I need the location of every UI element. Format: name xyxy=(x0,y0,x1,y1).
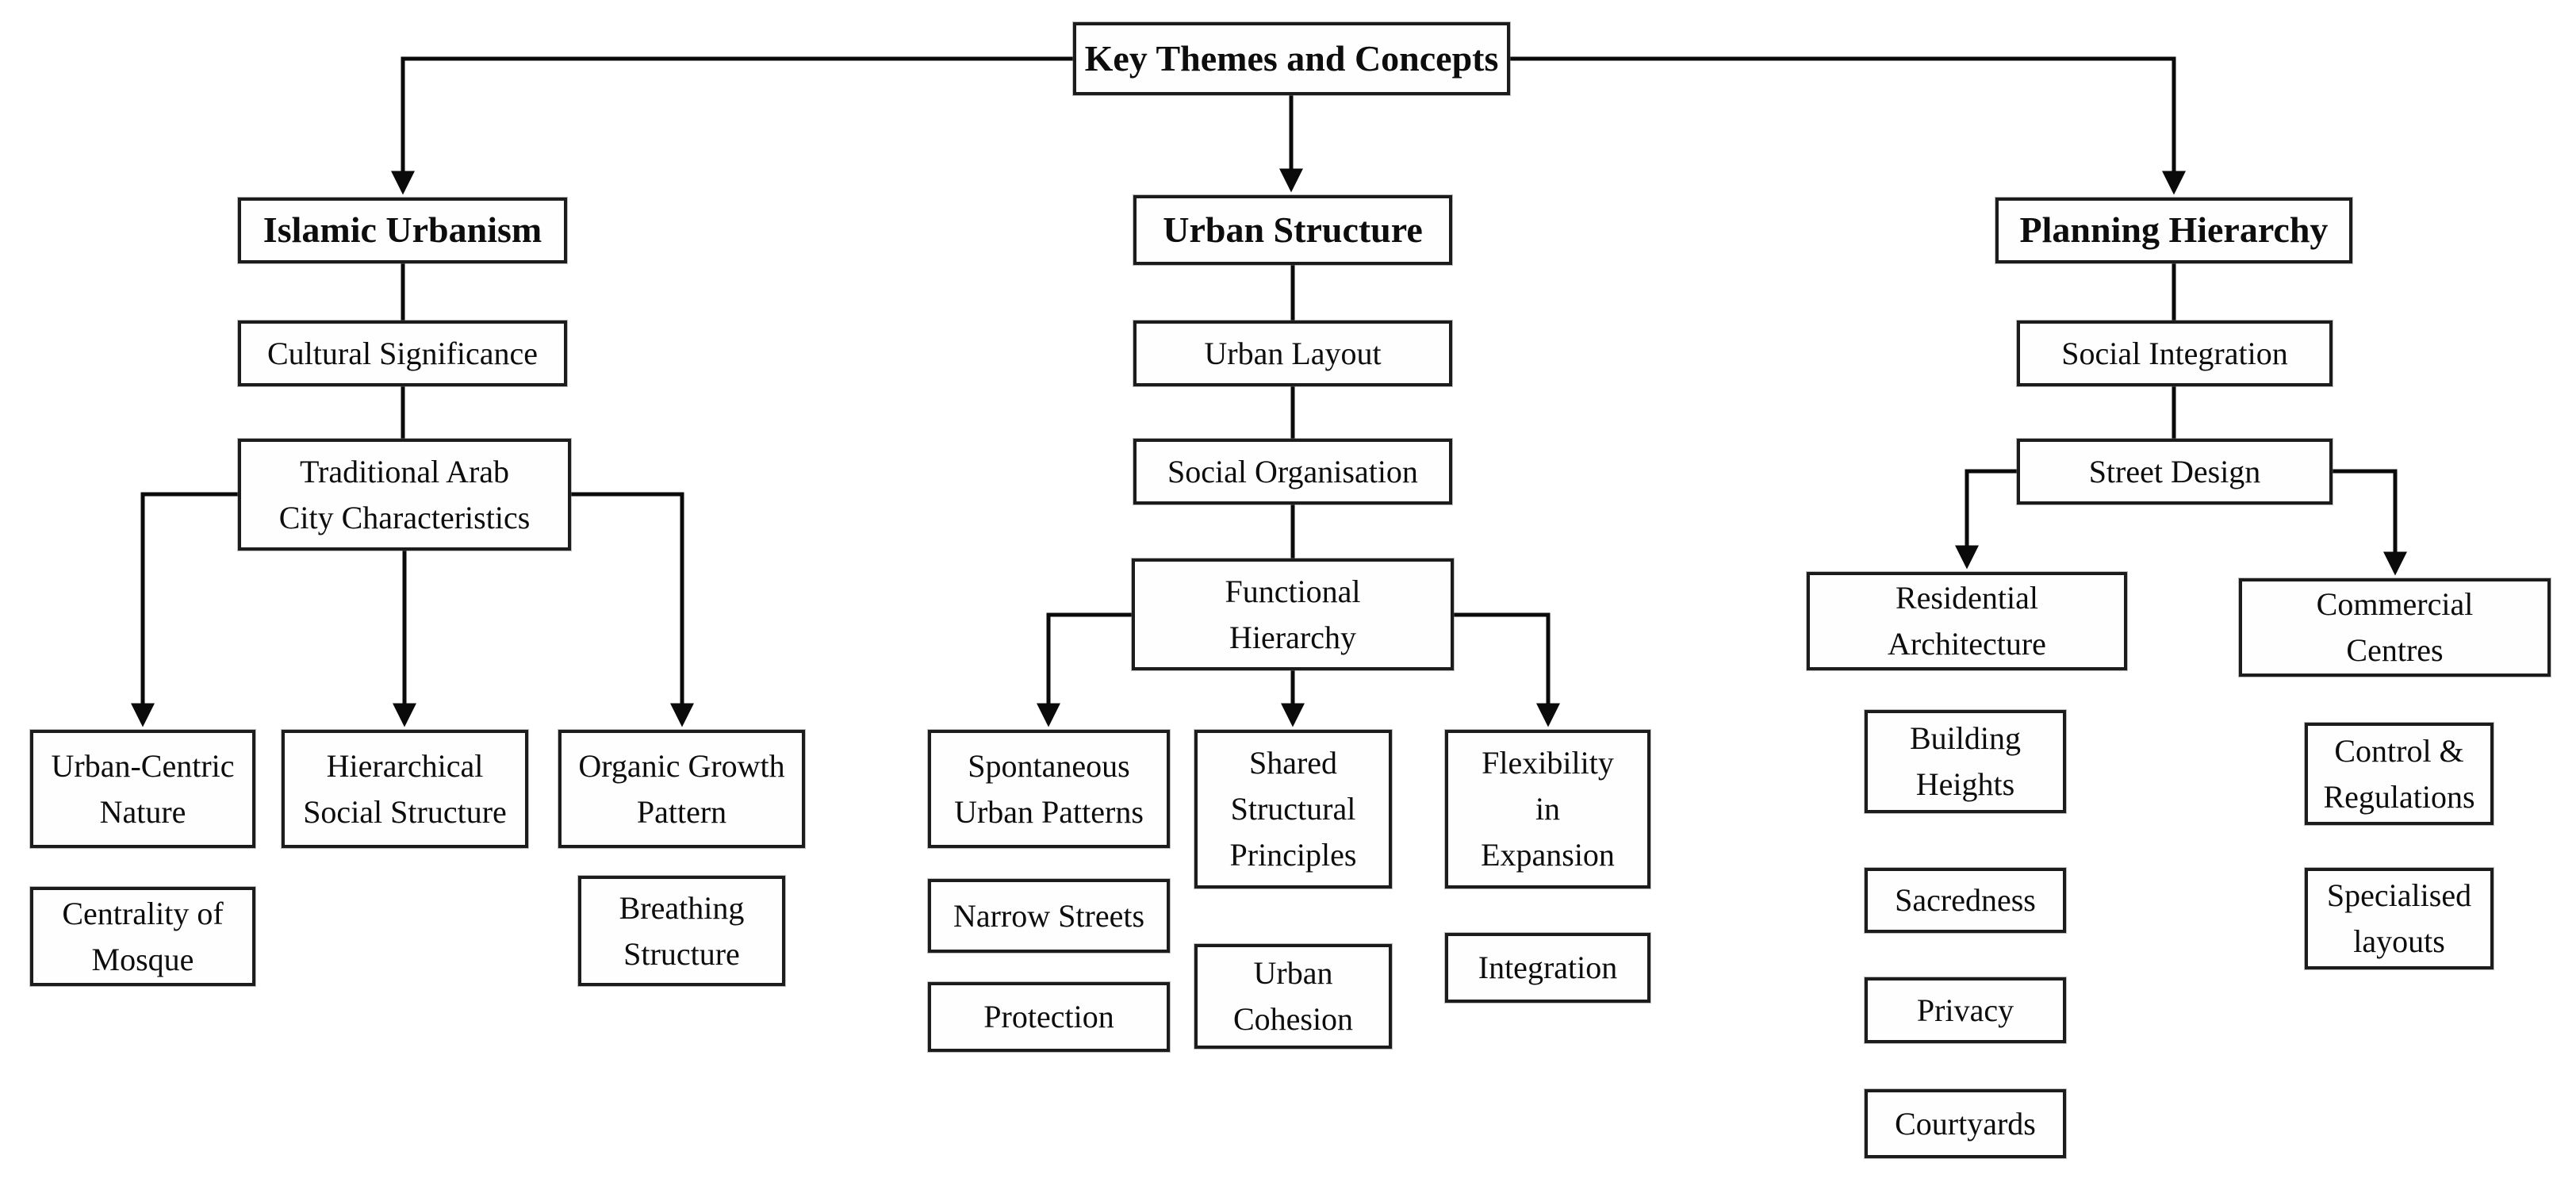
node-label: Islamic Urbanism xyxy=(263,209,542,251)
node-functional-hierarchy: Functional Hierarchy xyxy=(1132,558,1454,670)
node-urban-centric-nature: Urban-Centric Nature xyxy=(30,730,255,848)
node-social-integration: Social Integration xyxy=(2017,320,2333,386)
node-label: Commercial Centres xyxy=(2316,586,2474,668)
node-label: Sacredness xyxy=(1895,882,2036,918)
edge-title-islamic-urbanism xyxy=(391,56,1073,195)
node-street-design: Street Design xyxy=(2017,439,2333,505)
node-label: Integration xyxy=(1478,950,1618,985)
node-label: Social Organisation xyxy=(1167,453,1418,489)
node-label: Narrow Streets xyxy=(953,897,1145,934)
node-traditional-arab-city-characteristics: Traditional Arab City Characteristics xyxy=(238,439,571,551)
node-building-heights: Building Heights xyxy=(1865,710,2066,813)
node-breathing-structure: Breathing Structure xyxy=(578,876,785,986)
node-label: Urban Cohesion xyxy=(1232,955,1354,1037)
node-organic-growth-pattern: Organic Growth Pattern xyxy=(558,730,805,848)
node-label: Urban-Centric Nature xyxy=(51,747,235,830)
node-label: Urban Structure xyxy=(1163,209,1423,250)
node-label: Specialised layouts xyxy=(2326,877,2472,959)
node-label: Hierarchical Social Structure xyxy=(303,747,507,830)
node-label: Social Integration xyxy=(2061,335,2288,371)
edge-title-planning-hierarchy xyxy=(1510,56,2186,195)
node-planning-hierarchy: Planning Hierarchy xyxy=(1995,198,2352,263)
node-residential-architecture: Residential Architecture xyxy=(1807,572,2127,670)
edge-traditional-urban-centric xyxy=(131,492,238,727)
node-specialised-layouts: Specialised layouts xyxy=(2305,868,2494,969)
node-protection: Protection xyxy=(928,982,1170,1052)
node-label: Urban Layout xyxy=(1204,335,1382,371)
node-label: Traditional Arab City Characteristics xyxy=(278,453,531,535)
node-urban-layout: Urban Layout xyxy=(1133,320,1452,386)
node-narrow-streets: Narrow Streets xyxy=(928,879,1170,953)
node-commercial-centres: Commercial Centres xyxy=(2239,578,2551,677)
node-label: Breathing Structure xyxy=(619,889,745,972)
node-label: Residential Architecture xyxy=(1888,580,2046,662)
node-label: Privacy xyxy=(1916,992,2014,1028)
node-centrality-of-mosque: Centrality of Mosque xyxy=(30,887,255,986)
edge-functional-spontaneous xyxy=(1037,612,1132,727)
node-label: Flexibility in Expansion xyxy=(1481,745,1615,873)
node-label: Organic Growth Pattern xyxy=(578,747,785,830)
edge-traditional-organic xyxy=(571,492,694,727)
node-label: Shared Structural Principles xyxy=(1229,745,1357,873)
node-label: Control & Regulations xyxy=(2323,732,2475,815)
node-label: Cultural Significance xyxy=(266,335,538,371)
node-cultural-significance: Cultural Significance xyxy=(238,320,567,386)
node-urban-cohesion: Urban Cohesion xyxy=(1194,944,1392,1049)
node-hierarchical-social-structure: Hierarchical Social Structure xyxy=(282,730,528,848)
node-privacy: Privacy xyxy=(1865,977,2066,1043)
node-label: Centrality of Mosque xyxy=(62,895,224,977)
node-courtyards: Courtyards xyxy=(1865,1089,2066,1158)
edge-functional-flexibility xyxy=(1454,612,1560,727)
node-integration: Integration xyxy=(1445,933,1650,1003)
node-urban-structure: Urban Structure xyxy=(1133,195,1452,265)
node-sacredness: Sacredness xyxy=(1865,868,2066,933)
node-flexibility-in-expansion: Flexibility in Expansion xyxy=(1445,730,1650,888)
node-label: Planning Hierarchy xyxy=(2019,209,2329,251)
node-label: Protection xyxy=(983,999,1114,1034)
node-islamic-urbanism: Islamic Urbanism xyxy=(238,198,567,263)
node-label: Key Themes and Concepts xyxy=(1084,37,1499,79)
node-social-organisation: Social Organisation xyxy=(1133,439,1452,505)
node-control-regulations: Control & Regulations xyxy=(2305,723,2494,825)
edge-streetdesign-residential xyxy=(1955,469,2017,570)
node-shared-structural-principles: Shared Structural Principles xyxy=(1194,730,1392,888)
node-label: Spontaneous Urban Patterns xyxy=(954,747,1144,830)
node-key-themes-and-concepts: Key Themes and Concepts xyxy=(1073,22,1510,95)
node-label: Building Heights xyxy=(1909,720,2022,802)
node-label: Functional Hierarchy xyxy=(1225,573,1361,655)
node-label: Courtyards xyxy=(1895,1105,2036,1142)
node-label: Street Design xyxy=(2088,453,2261,489)
node-spontaneous-urban-patterns: Spontaneous Urban Patterns xyxy=(928,730,1170,848)
edge-streetdesign-commercial xyxy=(2333,469,2407,576)
